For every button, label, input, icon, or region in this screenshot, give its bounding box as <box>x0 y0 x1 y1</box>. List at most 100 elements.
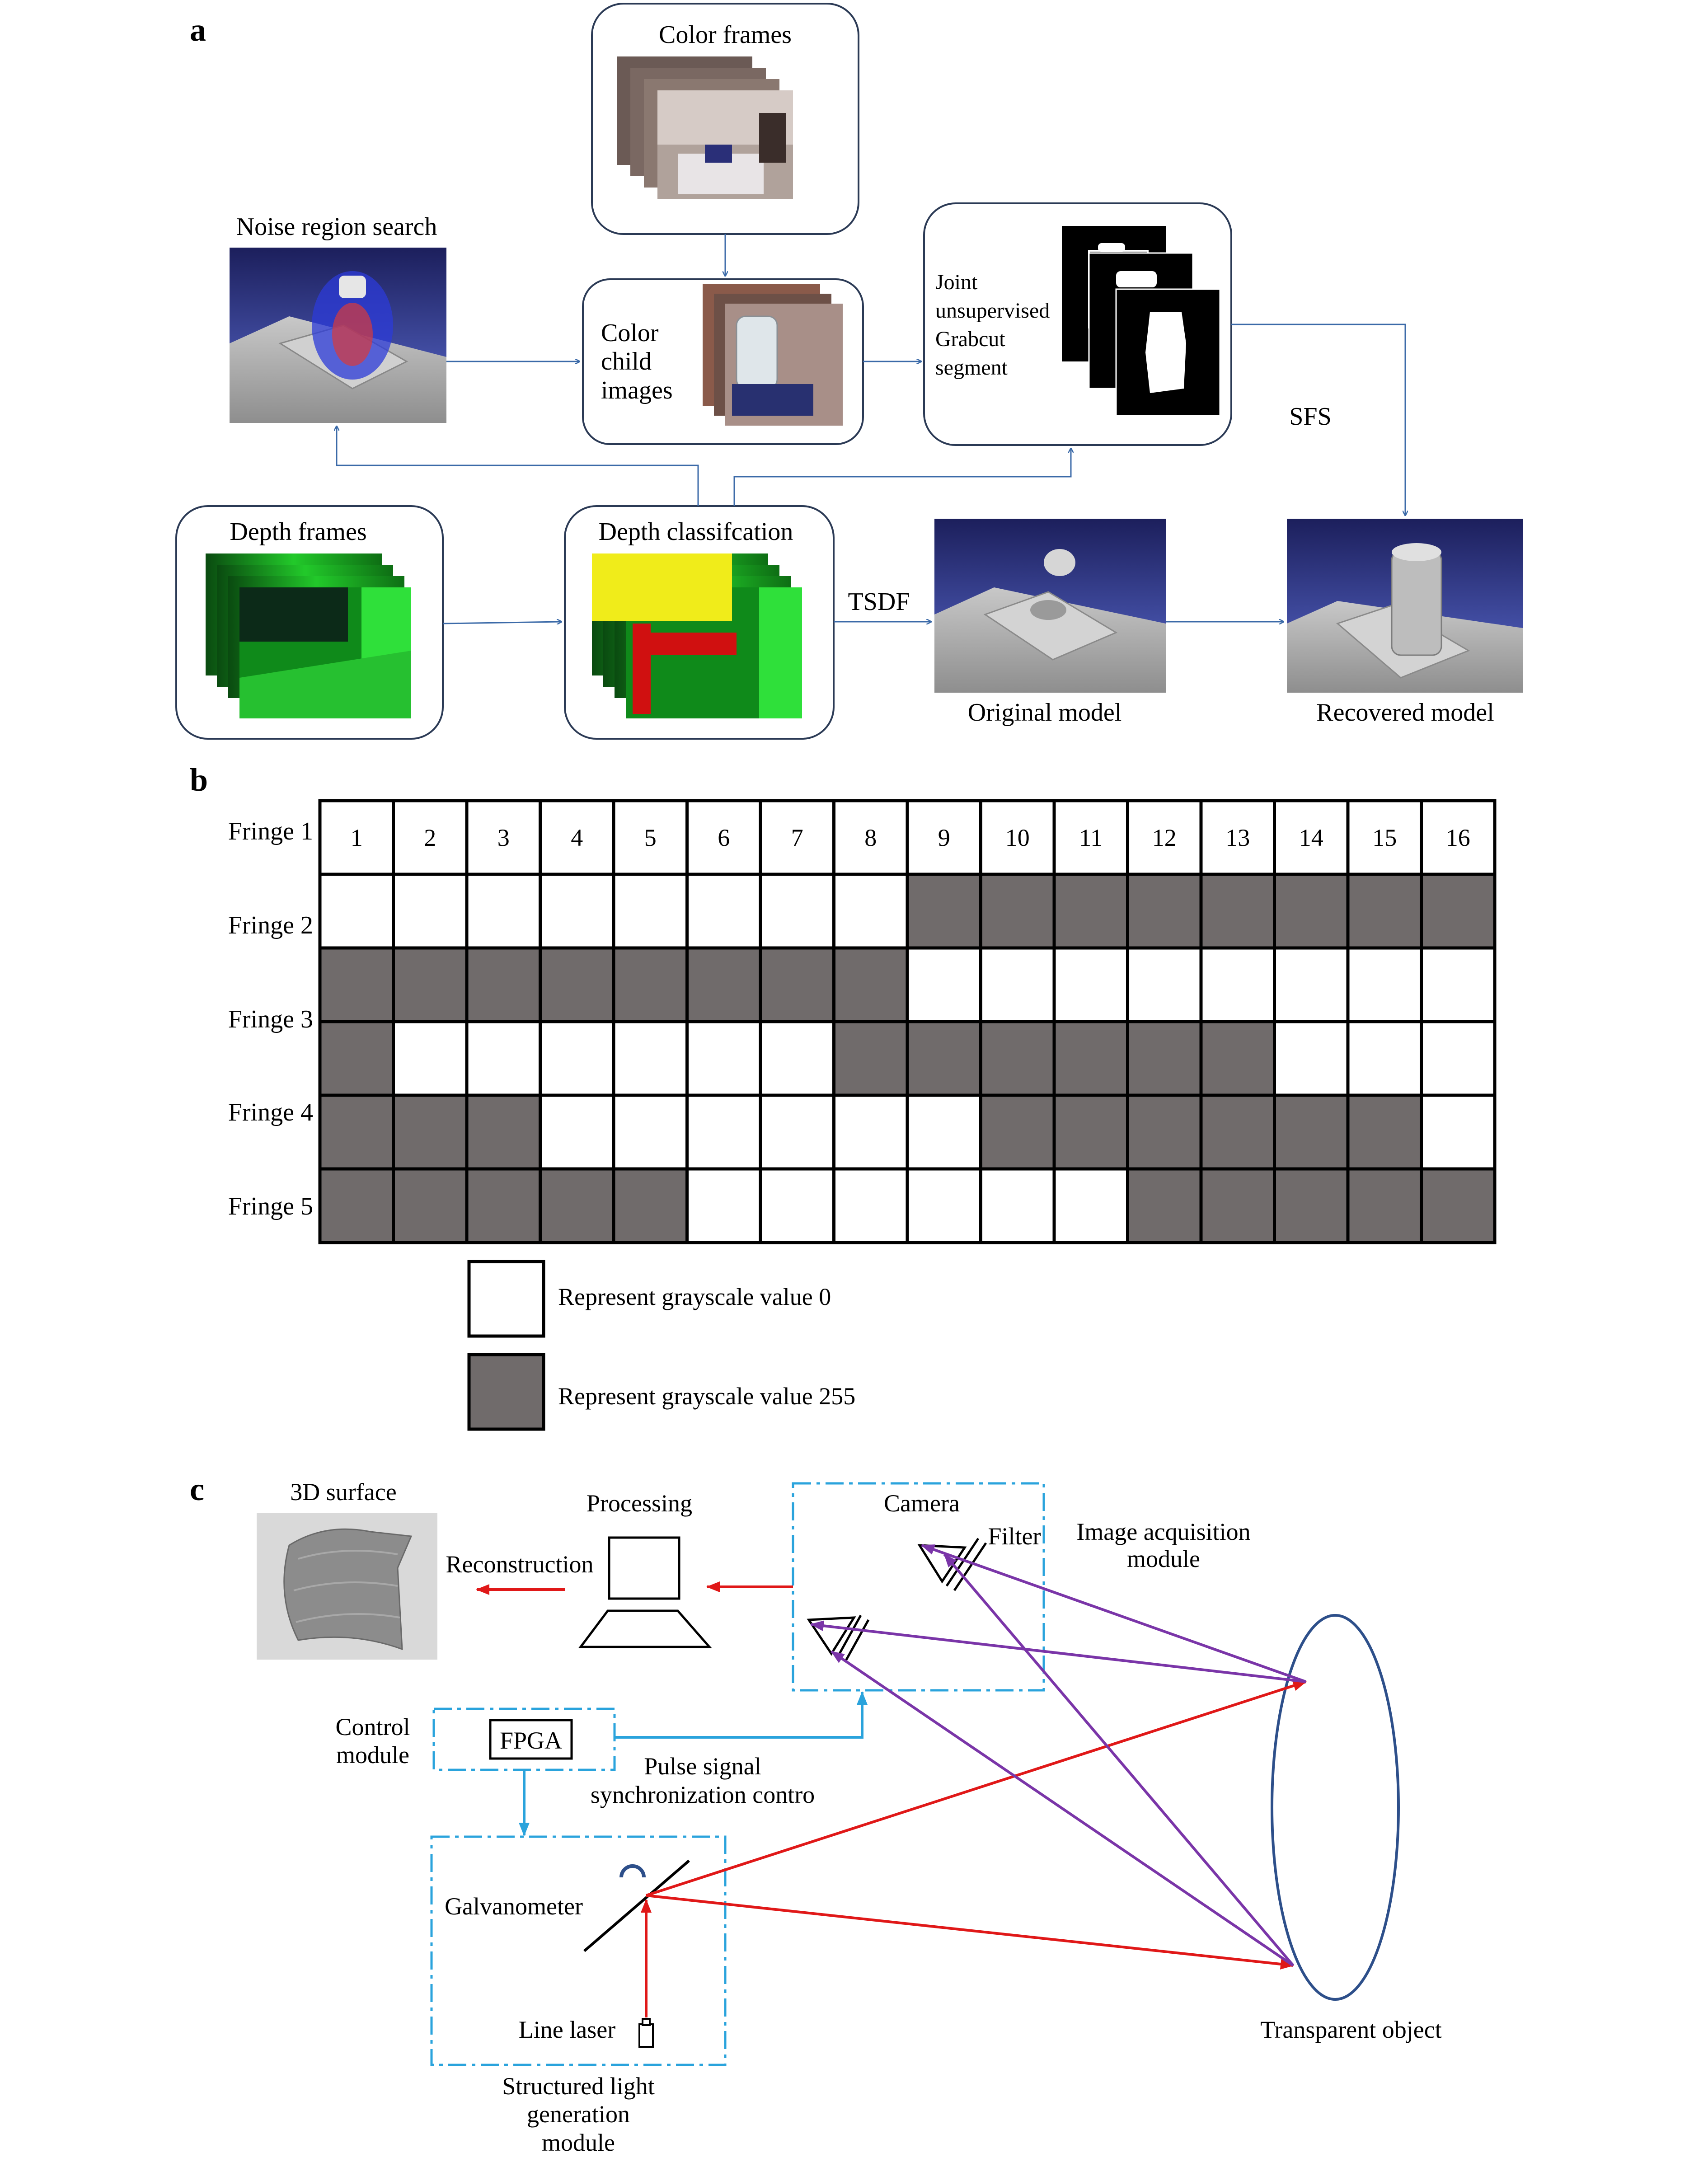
panel-a: a Color frames Noise region search <box>175 3 1523 740</box>
white-cell <box>759 872 835 950</box>
pulse-line1: Pulse signal <box>644 1753 761 1780</box>
fringe-grid <box>318 799 1497 1244</box>
column-number: 13 <box>1225 824 1250 851</box>
recovered-model-title: Recovered model <box>1316 699 1494 727</box>
white-cell <box>685 1167 762 1244</box>
transparent-object-ellipse <box>1271 1614 1400 2001</box>
white-cell <box>392 1020 469 1097</box>
surface-3d-image <box>257 1513 437 1660</box>
depth-class-title: Depth classifcation <box>599 518 793 546</box>
fpga-label: FPGA <box>500 1727 562 1754</box>
gray-cell <box>1199 1093 1276 1171</box>
gray-cell <box>1273 1093 1350 1171</box>
column-number: 7 <box>791 824 803 851</box>
gray-cell <box>906 1020 982 1097</box>
gray-cell <box>1126 1020 1203 1097</box>
color-child-line3: images <box>601 376 673 404</box>
white-cell <box>1052 1167 1129 1244</box>
gray-cell <box>318 1020 395 1097</box>
column-number: 5 <box>644 824 657 851</box>
legend-gray-text: Represent grayscale value 255 <box>558 1383 855 1410</box>
gray-cell <box>1199 872 1276 950</box>
pulse-line2: synchronization contro <box>591 1781 815 1808</box>
grabcut-line4: segment <box>935 356 1008 380</box>
transparent-object-label: Transparent object <box>1260 2016 1441 2043</box>
control-module-line2: module <box>336 1741 409 1768</box>
white-cell <box>906 1167 982 1244</box>
column-number: 16 <box>1446 824 1470 851</box>
color-child-line2: child <box>601 347 652 375</box>
white-cell <box>759 1020 835 1097</box>
control-module-line1: Control <box>335 1713 410 1740</box>
white-cell <box>539 872 615 950</box>
red-beam-lower <box>646 1894 1294 1970</box>
gray-cell <box>1273 872 1350 950</box>
computer-icon <box>578 1536 712 1648</box>
purple-beam-1 <box>921 1544 1307 1683</box>
white-cell <box>832 872 909 950</box>
gray-cell <box>465 1167 542 1244</box>
fpga-box <box>489 1719 573 1760</box>
column-number: 3 <box>497 824 510 851</box>
gray-cell <box>1126 1167 1203 1244</box>
white-cell <box>685 872 762 950</box>
grabcut-line1: Joint <box>935 270 978 294</box>
white-cell <box>1273 946 1350 1023</box>
gray-cell <box>539 946 615 1023</box>
fringe-row-label: Fringe 3 <box>228 1005 313 1033</box>
gray-cell <box>1126 872 1203 950</box>
column-number: 9 <box>938 824 950 851</box>
white-cell <box>906 1093 982 1171</box>
grabcut-masks <box>1062 226 1221 417</box>
legend-white-text: Represent grayscale value 0 <box>558 1283 831 1310</box>
gray-cell <box>1052 1020 1129 1097</box>
gray-cell <box>1126 1093 1203 1171</box>
camera-icon-bottom <box>807 1614 870 1661</box>
arrow-grabcut-to-recovered <box>1231 324 1405 515</box>
white-cell <box>539 1020 615 1097</box>
color-frames-stack <box>617 56 793 199</box>
column-number: 8 <box>864 824 877 851</box>
white-cell <box>1346 1020 1423 1097</box>
purple-beam-4 <box>831 1650 1294 1967</box>
white-cell <box>759 1093 835 1171</box>
galvanometer-rotation-icon <box>619 1864 646 1878</box>
gray-cell <box>392 946 469 1023</box>
recovered-model-image <box>1287 519 1523 693</box>
white-cell <box>1199 946 1276 1023</box>
arrow-depth-to-class <box>442 622 561 624</box>
column-number: 11 <box>1079 824 1103 851</box>
fringe-row-label: Fringe 4 <box>228 1098 313 1126</box>
gray-cell <box>1052 872 1129 950</box>
legend-white-swatch <box>467 1260 545 1338</box>
purple-beam-2 <box>943 1553 1295 1966</box>
white-cell <box>979 1167 1056 1244</box>
original-model-image <box>934 519 1166 693</box>
column-number: 6 <box>718 824 730 851</box>
white-cell <box>539 1093 615 1171</box>
depth-class-box: Depth classifcation <box>564 505 835 740</box>
arrow-depthclass-to-grabcut <box>733 449 1071 506</box>
column-number: 4 <box>571 824 583 851</box>
white-cell <box>832 1093 909 1171</box>
column-number: 12 <box>1152 824 1177 851</box>
noise-region-image <box>230 248 446 423</box>
gray-cell <box>1052 1093 1129 1171</box>
gray-cell <box>1199 1167 1276 1244</box>
depth-frames-box: Depth frames <box>175 505 444 740</box>
white-cell <box>685 1020 762 1097</box>
gray-cell <box>979 1093 1056 1171</box>
white-cell <box>1346 946 1423 1023</box>
gray-cell <box>832 1020 909 1097</box>
color-child-line1: Color <box>601 319 659 347</box>
header-cell <box>1052 799 1129 876</box>
galvanometer-mirror <box>583 1859 690 1952</box>
white-cell <box>832 1167 909 1244</box>
gray-cell <box>318 946 395 1023</box>
galvanometer-label: Galvanometer <box>445 1893 583 1920</box>
grabcut-line3: Grabcut <box>935 327 1005 351</box>
panel-a-arrows <box>337 234 1405 624</box>
